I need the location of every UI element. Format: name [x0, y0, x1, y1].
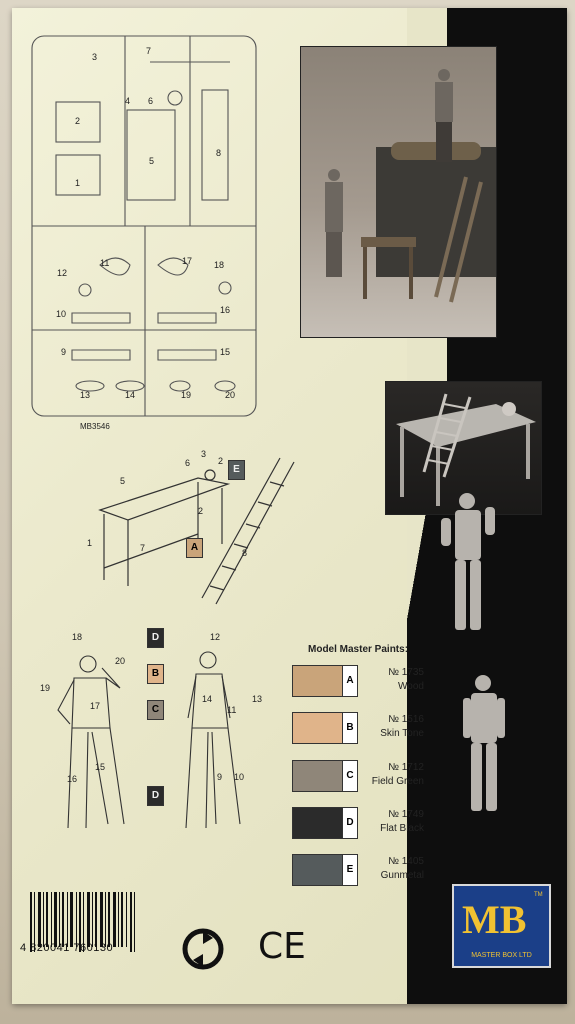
- paint-letter-b: B: [342, 712, 358, 744]
- asm-num-5: 5: [120, 476, 126, 486]
- sprue-diagram: [31, 35, 257, 417]
- sprue-num-19: 19: [181, 390, 192, 400]
- barcode-number: 4 820041 760130: [20, 942, 114, 954]
- paint-swatch-c: [292, 760, 344, 792]
- tag-d-2: D: [147, 786, 164, 806]
- sprue-num-8: 8: [216, 148, 222, 158]
- sprue-num-18: 18: [214, 260, 225, 270]
- sprue-num-10: 10: [56, 309, 67, 319]
- tag-a: A: [186, 538, 203, 558]
- paint-number-d: № 1749: [388, 809, 424, 820]
- sprue-num-7: 7: [146, 46, 152, 56]
- figure-drawings: [57, 651, 241, 829]
- paint-d: D № 1749 Flat Black: [292, 807, 424, 839]
- asm-num-8: 8: [242, 548, 248, 558]
- paint-name-c: Field Green: [371, 776, 424, 787]
- paint-c: C № 1712 Field Green: [292, 760, 424, 792]
- paint-number-e: № 1405: [388, 856, 424, 867]
- diorama-scene: [325, 69, 496, 303]
- sprue-num-1: 1: [75, 178, 81, 188]
- sprue-code: MB3546: [80, 422, 110, 431]
- fig-num-12: 12: [210, 632, 221, 642]
- paint-number-a: № 1735: [388, 667, 424, 678]
- paint-a: A № 1735 Wood: [292, 665, 424, 697]
- sprue-num-9: 9: [61, 347, 67, 357]
- asm-num-7: 7: [140, 543, 146, 553]
- asm-num-2b: 2: [198, 506, 204, 516]
- sprue-num-17: 17: [182, 256, 193, 266]
- sprue-num-6: 6: [148, 96, 154, 106]
- sprue-num-13: 13: [80, 390, 91, 400]
- paint-name-e: Gunmetal: [380, 870, 424, 881]
- paint-e: E № 1405 Gunmetal: [292, 854, 424, 886]
- paints-title: Model Master Paints:: [308, 644, 409, 655]
- sprue-num-4: 4: [125, 96, 131, 106]
- paint-swatch-b: [292, 712, 344, 744]
- paint-number-b: № 1516: [388, 714, 424, 725]
- figure-photos: [441, 493, 505, 811]
- logo-subtitle: MASTER BOX LTD: [471, 952, 532, 959]
- recycle-icon: [182, 928, 224, 970]
- fig-num-13: 13: [252, 694, 263, 704]
- fig-num-20: 20: [115, 656, 126, 666]
- paint-name-a: Wood: [398, 681, 424, 692]
- sprue-num-2: 2: [75, 116, 81, 126]
- fig-num-16: 16: [67, 774, 78, 784]
- sprue-num-20: 20: [225, 390, 236, 400]
- asm-num-2a: 2: [218, 456, 224, 466]
- paint-name-b: Skin Tone: [380, 728, 424, 739]
- table-scene: [396, 393, 536, 506]
- masterbox-logo: MB TM MASTER BOX LTD: [452, 884, 551, 968]
- tag-e: E: [228, 460, 245, 480]
- paint-swatch-e: [292, 854, 344, 886]
- fig-num-10: 10: [234, 772, 245, 782]
- sprue-num-11: 11: [100, 258, 110, 268]
- paint-b: B № 1516 Skin Tone: [292, 712, 424, 744]
- sprue-num-5: 5: [149, 156, 155, 166]
- fig-num-15: 15: [95, 762, 106, 772]
- logo-tm: TM: [534, 892, 543, 898]
- sprue-num-16: 16: [220, 305, 231, 315]
- fig-num-19: 19: [40, 683, 51, 693]
- sprue-num-12: 12: [57, 268, 68, 278]
- sprue-num-3: 3: [92, 52, 98, 62]
- box-back: 3 7 4 6 2 1 5 8 11 17 12 18 10 16 9 15 1…: [12, 8, 567, 1004]
- diorama-photo: [300, 46, 497, 338]
- tag-c: C: [147, 700, 164, 720]
- asm-num-3: 3: [201, 449, 207, 459]
- paint-swatch-d: [292, 807, 344, 839]
- paint-name-d: Flat Black: [380, 823, 424, 834]
- tag-d-1: D: [147, 628, 164, 648]
- fig-num-11: 11: [227, 705, 237, 715]
- fig-num-14: 14: [202, 694, 213, 704]
- sprue-num-15: 15: [220, 347, 231, 357]
- sprue-num-14: 14: [125, 390, 136, 400]
- paint-swatch-a: [292, 665, 344, 697]
- assembly-diagram: [98, 457, 295, 605]
- paint-letter-c: C: [342, 760, 358, 792]
- table-photo: [385, 381, 542, 515]
- fig-num-17: 17: [90, 701, 101, 711]
- paint-letter-a: A: [342, 665, 358, 697]
- tag-b: B: [147, 664, 164, 684]
- ce-mark: CE: [258, 926, 306, 967]
- asm-num-6: 6: [185, 458, 191, 468]
- paint-number-c: № 1712: [388, 762, 424, 773]
- logo-mb: MB: [462, 897, 527, 942]
- paint-letter-e: E: [342, 854, 358, 886]
- paint-letter-d: D: [342, 807, 358, 839]
- fig-num-9: 9: [217, 772, 223, 782]
- fig-num-18: 18: [72, 632, 83, 642]
- asm-num-1: 1: [87, 538, 93, 548]
- barcode: [30, 892, 135, 952]
